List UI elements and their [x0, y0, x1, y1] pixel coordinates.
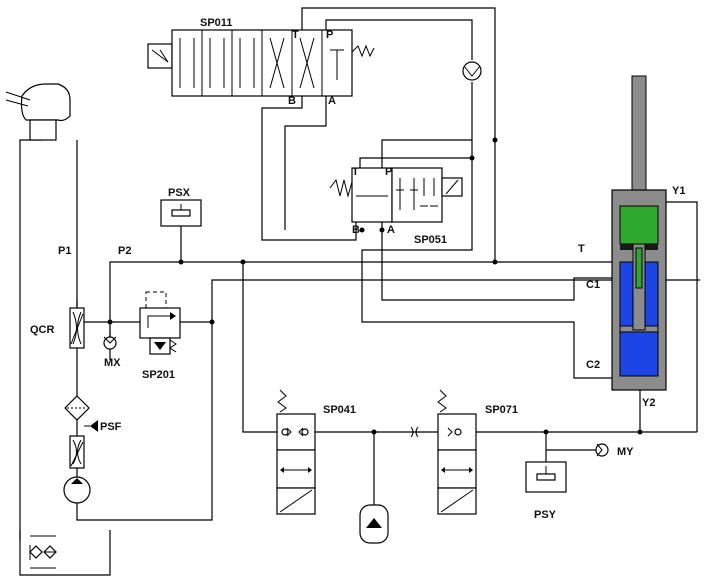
label-qcr: QCR	[30, 324, 55, 336]
label-sp041: SP041	[323, 404, 356, 416]
label-p2: P2	[118, 245, 131, 257]
accumulator	[359, 504, 389, 544]
label-psf: PSF	[100, 421, 122, 433]
label-psy: PSY	[534, 509, 557, 521]
label-sp051-b: B	[352, 224, 360, 236]
label-sp011-a: A	[328, 95, 336, 107]
piping	[19, 7, 700, 540]
hydraulic-pump	[63, 476, 91, 504]
label-sp011-p: P	[326, 29, 333, 41]
label-sp051-p: P	[385, 166, 392, 178]
label-sp011-b: B	[288, 95, 296, 107]
qcr-restrictor	[69, 307, 85, 349]
label-p1: P1	[58, 245, 71, 257]
junction-dots	[107, 137, 643, 435]
labels: SP011 T P B A T P B A SP051 PSX P1 P2 QC…	[30, 17, 685, 521]
return-filter	[64, 395, 90, 421]
psx-pressure-switch	[160, 199, 202, 227]
psy-pressure-switch	[525, 461, 567, 493]
hydraulic-cylinder	[611, 75, 667, 391]
label-sp011-t: T	[292, 29, 299, 41]
label-sp201: SP201	[142, 369, 175, 381]
sp071-valve	[437, 389, 477, 515]
label-my: MY	[617, 446, 634, 458]
electric-motor	[5, 83, 71, 141]
mx-check-valve	[103, 330, 117, 350]
label-sp071: SP071	[485, 404, 518, 416]
label-sp011: SP011	[200, 17, 232, 29]
label-c1: C1	[586, 279, 600, 291]
reservoir-tank	[19, 530, 111, 576]
label-sp051: SP051	[414, 234, 447, 246]
sp201-relief-valve	[139, 291, 181, 355]
sp051-directional-valve	[329, 167, 463, 223]
label-sp051-a: A	[387, 224, 395, 236]
sp011-directional-valve	[147, 29, 375, 97]
label-y2: Y2	[642, 397, 655, 409]
check-valve-top	[462, 61, 482, 81]
my-check-valve	[595, 443, 609, 457]
line-restriction	[410, 426, 419, 438]
sp041-valve	[276, 389, 316, 515]
label-sp051-t: T	[352, 166, 359, 178]
label-t-main: T	[578, 243, 585, 255]
label-y1: Y1	[672, 185, 685, 197]
label-c2: C2	[586, 359, 600, 371]
label-mx: MX	[104, 357, 121, 369]
psf-restrictor	[69, 420, 98, 469]
label-psx: PSX	[168, 187, 191, 199]
